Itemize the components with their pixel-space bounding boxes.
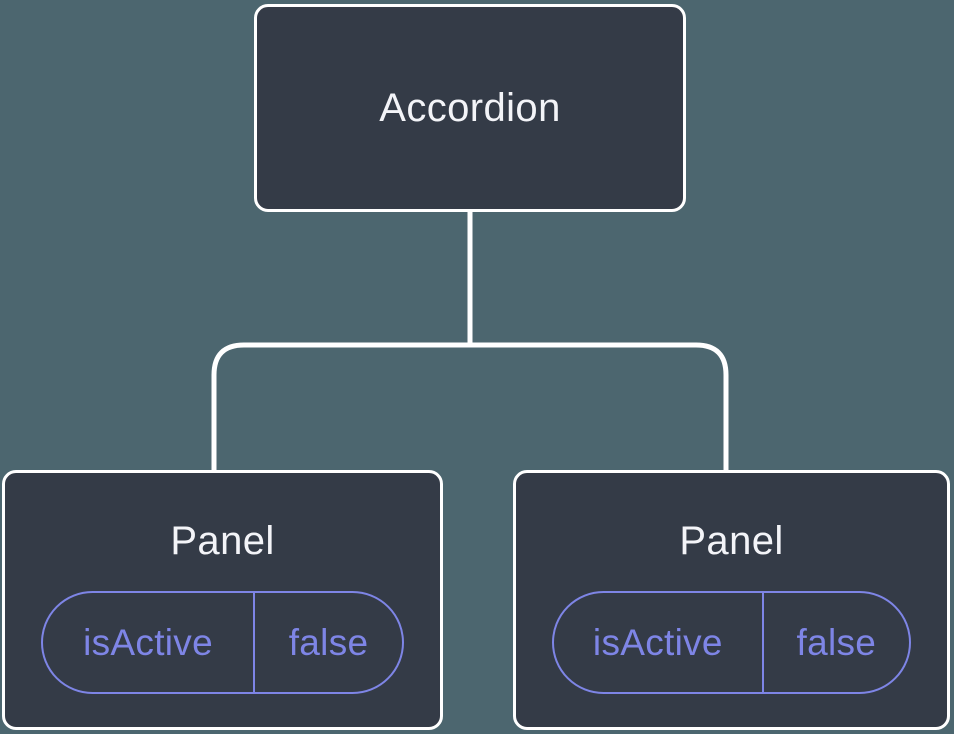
state-value: false xyxy=(288,621,369,663)
panel-node-label: Panel xyxy=(170,519,275,563)
state-pill: isActive false xyxy=(41,591,404,694)
panel-node-left: Panel isActive false xyxy=(2,470,443,730)
accordion-node-label: Accordion xyxy=(379,86,561,130)
state-key: isActive xyxy=(554,593,764,692)
state-key: isActive xyxy=(43,593,256,692)
accordion-node: Accordion xyxy=(254,4,686,212)
panel-node-label: Panel xyxy=(679,519,784,563)
panel-node-right: Panel isActive false xyxy=(513,470,950,730)
state-pill: isActive false xyxy=(552,591,911,694)
branch-bracket-line xyxy=(211,342,729,474)
state-value: false xyxy=(796,621,877,663)
